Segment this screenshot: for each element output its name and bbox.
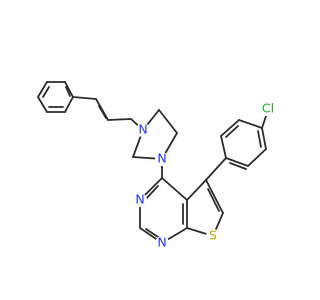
atom-n-piperazine-upper: N bbox=[136, 122, 150, 137]
thiophene-ring-bonds bbox=[186, 179, 224, 237]
bond bbox=[225, 157, 249, 167]
atom-n-pyrimidine-left: N bbox=[133, 192, 147, 207]
atom-label-s: S bbox=[209, 228, 217, 243]
pyrimidine-ring-bonds bbox=[139, 158, 188, 244]
phenyl-ring-bonds bbox=[37, 81, 74, 113]
bond bbox=[161, 177, 188, 201]
propenyl-linker-bonds bbox=[72, 96, 144, 131]
bond bbox=[207, 188, 220, 212]
bond bbox=[98, 105, 107, 119]
bond bbox=[247, 148, 267, 167]
bond bbox=[229, 162, 247, 170]
atom-n-piperazine-lower: N bbox=[155, 151, 169, 166]
bond bbox=[158, 109, 178, 134]
atom-label-cl: Cl bbox=[262, 101, 274, 116]
bond bbox=[37, 81, 48, 98]
bond bbox=[261, 127, 267, 150]
atom-label-n: N bbox=[135, 192, 144, 207]
bond bbox=[72, 96, 97, 100]
atom-label-n: N bbox=[138, 122, 147, 137]
atom-s-thiophene: S bbox=[206, 228, 220, 243]
molecule-canvas: N N N N S Cl bbox=[37, 81, 277, 250]
atom-label-n: N bbox=[157, 151, 166, 166]
bond bbox=[64, 96, 74, 113]
atom-n-pyrimidine-bottom: N bbox=[155, 235, 169, 250]
bond bbox=[107, 118, 132, 121]
chlorophenyl-ring-bonds bbox=[205, 109, 269, 181]
molecule-structure: N N N N S Cl bbox=[37, 81, 277, 250]
bond bbox=[225, 125, 239, 138]
bond bbox=[257, 130, 262, 148]
bond bbox=[65, 86, 71, 97]
atom-label-n: N bbox=[157, 235, 166, 250]
bond bbox=[37, 96, 48, 113]
bond bbox=[64, 81, 74, 98]
bond bbox=[205, 179, 224, 214]
bond bbox=[220, 135, 227, 159]
bond bbox=[42, 86, 50, 98]
bond bbox=[186, 179, 207, 201]
bond bbox=[205, 157, 227, 181]
atom-labels: N N N N S Cl bbox=[133, 101, 277, 250]
bond bbox=[238, 119, 263, 129]
bond bbox=[220, 119, 240, 137]
atom-cl: Cl bbox=[259, 101, 277, 116]
